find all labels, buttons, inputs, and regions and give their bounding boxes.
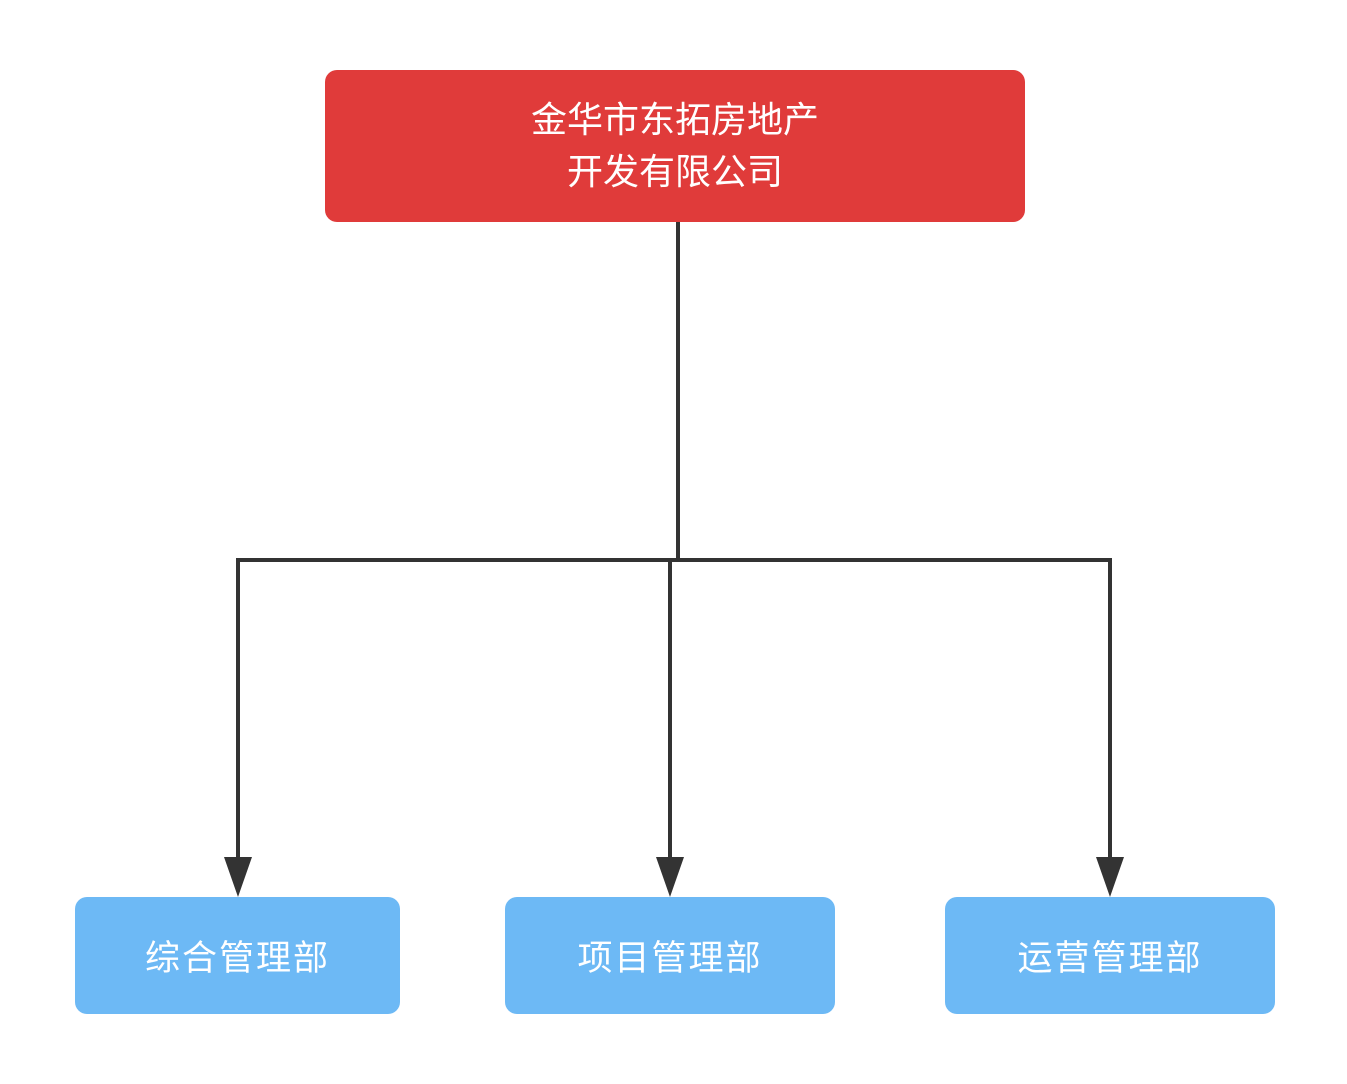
org-node-company: 金华市东拓房地产 开发有限公司 (325, 70, 1025, 222)
org-node-dept-general: 综合管理部 (75, 897, 400, 1014)
org-node-dept-project: 项目管理部 (505, 897, 835, 1014)
org-node-company-label: 金华市东拓房地产 开发有限公司 (530, 98, 819, 192)
org-node-dept-project-label: 项目管理部 (577, 939, 763, 978)
org-node-dept-operation-label: 运营管理部 (1017, 939, 1203, 978)
org-node-dept-general-label: 综合管理部 (144, 939, 330, 978)
arrowhead-middle (656, 857, 684, 897)
arrowhead-right (1096, 857, 1124, 897)
arrowhead-left (224, 857, 252, 897)
org-node-dept-operation: 运营管理部 (945, 897, 1275, 1014)
